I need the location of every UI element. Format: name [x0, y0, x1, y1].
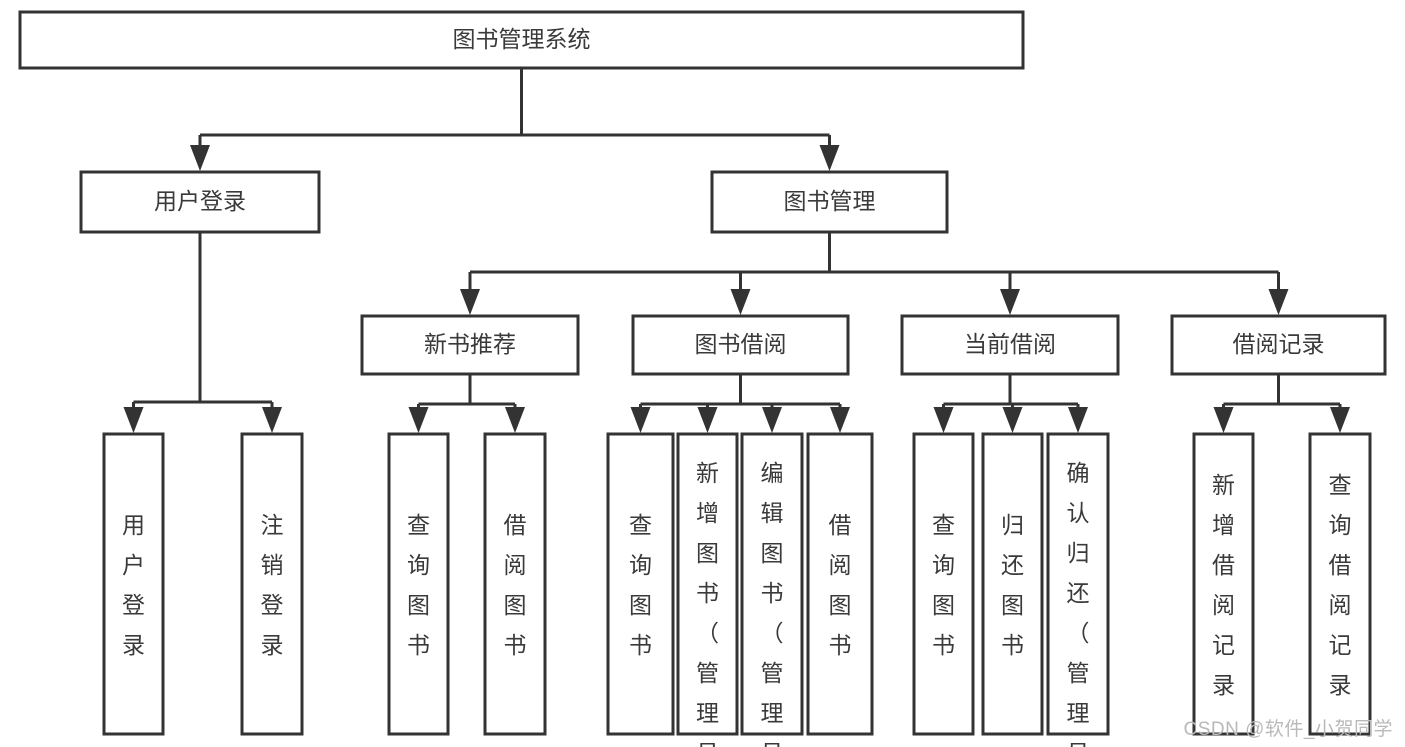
node-f_cb_confirm[interactable]: 确认归还（管理员）: [1046, 432, 1110, 747]
node-f_cb_query[interactable]: 查询图书: [912, 432, 975, 736]
node-current_borrow[interactable]: 当前借阅: [900, 314, 1120, 376]
node-f_cb_return[interactable]: 归还图书: [981, 432, 1044, 736]
node-book_borrow[interactable]: 图书借阅: [631, 314, 850, 376]
node-label: 当前借阅: [964, 331, 1056, 357]
connector-layer: [123, 68, 1350, 433]
node-label: 图书管理系统: [453, 26, 591, 52]
node-label: 查询图书: [932, 512, 955, 658]
node-f_bb_add[interactable]: 新增图书（管理员）: [676, 432, 739, 747]
node-label: 借阅图书: [829, 512, 852, 658]
node-label: 归还图书: [1001, 512, 1024, 658]
node-user_login[interactable]: 用户登录: [79, 170, 321, 234]
connector-new_book_rec: [408, 374, 525, 433]
connector-borrow_record: [1213, 374, 1350, 433]
connector-book_mgmt: [460, 232, 1289, 315]
node-layer: 图书管理系统用户登录图书管理新书推荐图书借阅当前借阅借阅记录用户登录注销登录查询…: [18, 10, 1387, 747]
node-label: 图书借阅: [695, 331, 787, 357]
node-label: 查询借阅记录: [1329, 472, 1352, 698]
node-f_rec_query[interactable]: 查询图书: [387, 432, 450, 736]
node-f_br_add[interactable]: 新增借阅记录: [1192, 432, 1255, 736]
node-f_user_logout[interactable]: 注销登录: [240, 432, 304, 736]
connector-current_borrow: [933, 374, 1088, 433]
node-f_bb_borrow[interactable]: 借阅图书: [806, 432, 874, 736]
node-label: 确认归还（管理员）: [1067, 460, 1090, 747]
connector-book_borrow: [630, 374, 850, 433]
node-f_user_login[interactable]: 用户登录: [102, 432, 165, 736]
node-label: 新增图书（管理员）: [696, 460, 719, 747]
node-label: 图书管理: [784, 188, 876, 214]
node-label: 查询图书: [407, 512, 430, 658]
node-borrow_record[interactable]: 借阅记录: [1170, 314, 1387, 376]
node-label: 借阅图书: [504, 512, 527, 658]
node-new_book_rec[interactable]: 新书推荐: [360, 314, 580, 376]
node-label: 查询图书: [629, 512, 652, 658]
node-label: 新增借阅记录: [1212, 472, 1235, 698]
node-label: 用户登录: [122, 512, 145, 658]
node-book_mgmt[interactable]: 图书管理: [710, 170, 949, 234]
node-f_br_query[interactable]: 查询借阅记录: [1308, 432, 1372, 736]
node-label: 用户登录: [154, 188, 246, 214]
node-label: 新书推荐: [424, 331, 516, 357]
node-root[interactable]: 图书管理系统: [18, 10, 1025, 70]
node-label: 注销登录: [261, 512, 284, 658]
connector-user_login: [123, 232, 282, 433]
node-f_rec_borrow[interactable]: 借阅图书: [483, 432, 547, 736]
connector-root: [190, 68, 840, 171]
node-label: 借阅记录: [1233, 331, 1325, 357]
node-f_bb_edit[interactable]: 编辑图书（管理员）: [740, 432, 804, 747]
node-label: 编辑图书（管理员）: [761, 460, 784, 747]
node-f_bb_query[interactable]: 查询图书: [606, 432, 675, 736]
